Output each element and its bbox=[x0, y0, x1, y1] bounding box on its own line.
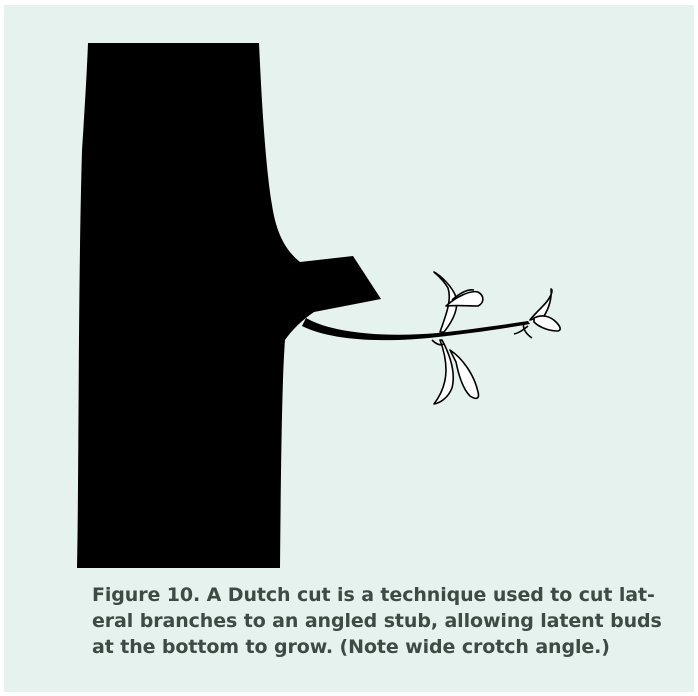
caption-line-3: at the bottom to grow. (Note wide crotch… bbox=[92, 634, 682, 660]
bud-cluster-tip bbox=[514, 289, 560, 338]
lateral-branch bbox=[302, 318, 530, 340]
caption-line-2: eral branches to an angled stub, allowin… bbox=[92, 608, 682, 634]
tree-trunk bbox=[77, 43, 381, 568]
figure-caption: Figure 10. A Dutch cut is a technique us… bbox=[92, 582, 682, 660]
bud-cluster-lower bbox=[432, 340, 479, 404]
dutch-cut-illustration bbox=[0, 0, 698, 580]
caption-line-1: Figure 10. A Dutch cut is a technique us… bbox=[92, 582, 682, 608]
leaf-tip-4 bbox=[523, 323, 532, 338]
bud-cluster-upper bbox=[434, 272, 483, 332]
leaf-tip-2 bbox=[534, 316, 560, 331]
leaf-lower-2 bbox=[450, 350, 479, 398]
